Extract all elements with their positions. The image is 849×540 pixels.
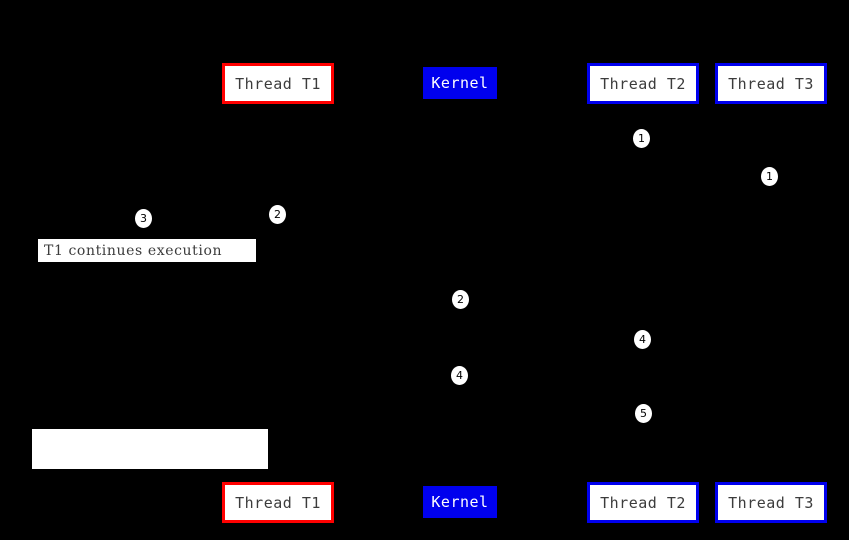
step-badge-4-kernel: 4 (451, 366, 468, 385)
message-kernel-to-t1 (278, 225, 460, 226)
message-kernel-to-t2 (460, 350, 643, 351)
message-arrowhead-t2-to-kernel (460, 258, 468, 266)
lifeline-foot-thread-t2[interactable]: Thread T2 (587, 482, 699, 523)
lifeline-head-label-t1: Thread T1 (235, 74, 321, 93)
lifeline-head-thread-t2[interactable]: Thread T2 (587, 63, 699, 104)
step-badge-1-t3: 1 (761, 167, 778, 186)
step-badge-1-t2: 1 (633, 129, 650, 148)
activation-bar-kernel (455, 240, 465, 400)
message-t2-to-kernel (460, 262, 643, 263)
lifeline-head-thread-t1[interactable]: Thread T1 (222, 63, 334, 104)
activation-bar-t1 (273, 104, 283, 482)
note-t1-continues-execution: T1 continues execution (37, 238, 257, 263)
step-badge-2-kernel: 2 (452, 290, 469, 309)
lifeline-head-thread-t3[interactable]: Thread T3 (715, 63, 827, 104)
lifeline-foot-thread-t3[interactable]: Thread T3 (715, 482, 827, 523)
step-badge-2-t1: 2 (269, 205, 286, 224)
lifeline-head-label-t3: Thread T3 (728, 74, 814, 93)
message-t3-to-t2 (643, 150, 770, 151)
lifeline-foot-label-t1: Thread T1 (235, 493, 321, 512)
lifeline-foot-label-kernel: Kernel (431, 493, 489, 511)
lifeline-head-kernel[interactable]: Kernel (423, 67, 497, 99)
step-badge-5-t2: 5 (635, 404, 652, 423)
lifeline-head-label-kernel: Kernel (431, 74, 489, 92)
activation-bar-t2 (638, 120, 648, 450)
lifeline-line-t3 (770, 104, 771, 482)
lifeline-foot-label-t3: Thread T3 (728, 493, 814, 512)
step-badge-4-t2: 4 (634, 330, 651, 349)
message-arrowhead-kernel-to-t2 (635, 346, 643, 354)
message-t2-self (643, 424, 683, 425)
step-badge-3-t1: 3 (135, 209, 152, 228)
message-arrowhead-t2-self (643, 420, 651, 428)
message-arrowhead-kernel-to-t1 (278, 221, 286, 229)
lifeline-foot-kernel[interactable]: Kernel (423, 486, 497, 518)
lifeline-foot-thread-t1[interactable]: Thread T1 (222, 482, 334, 523)
message-arrowhead-t3-to-t2 (643, 146, 651, 154)
note-blank-bottom-left (32, 429, 268, 469)
lifeline-foot-label-t2: Thread T2 (600, 493, 686, 512)
lifeline-head-label-t2: Thread T2 (600, 74, 686, 93)
